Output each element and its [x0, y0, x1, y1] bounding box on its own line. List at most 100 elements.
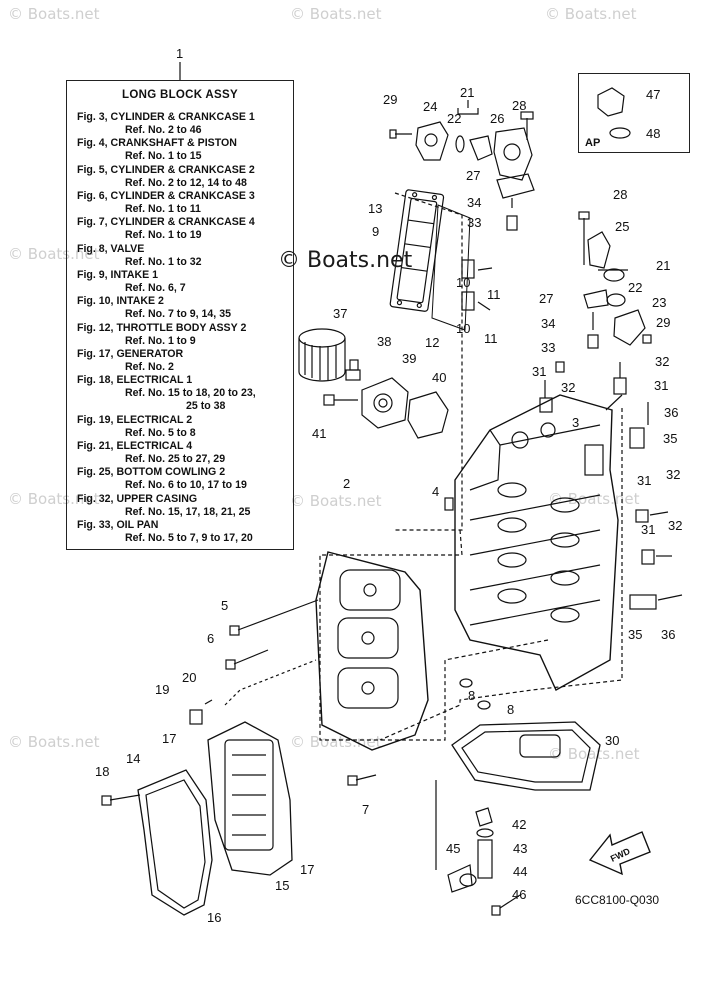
callout-18: 18 [95, 764, 109, 779]
callout-29: 29 [656, 315, 670, 330]
callout-2: 2 [343, 476, 350, 491]
callout-33: 33 [541, 340, 555, 355]
legend-ref-line: Ref. No. 2 [125, 360, 174, 373]
exhaust-cover [101, 659, 317, 916]
watermark-faint: © Boats.net [8, 245, 100, 263]
callout-32: 32 [668, 518, 682, 533]
oil-pan-gasket [451, 721, 601, 791]
callout-44: 44 [513, 864, 527, 879]
callout-48: 48 [646, 126, 660, 141]
callout-30: 30 [605, 733, 619, 748]
callout-34: 34 [541, 316, 555, 331]
callout-46: 46 [512, 887, 526, 902]
legend-ref-line: Ref. No. 2 to 46 [125, 124, 202, 137]
callout-25: 25 [615, 219, 629, 234]
legend-figure-line: Fig. 5, CYLINDER & CRANKCASE 2 [77, 163, 255, 176]
ap-inset-box [578, 73, 690, 153]
cylinder-block [454, 394, 619, 691]
bolt [477, 267, 493, 271]
callout-3: 3 [572, 415, 579, 430]
legend-ref-line: Ref. No. 25 to 27, 29 [125, 453, 226, 466]
legend-figure-line: Fig. 10, INTAKE 2 [77, 295, 164, 308]
callout-28: 28 [512, 98, 526, 113]
clip [461, 259, 475, 279]
oil-pan-gasket [519, 734, 561, 758]
legend-title: LONG BLOCK ASSY [122, 89, 238, 101]
callout-35: 35 [663, 431, 677, 446]
legend-figure-line: Fig. 4, CRANKSHAFT & PISTON [77, 137, 237, 150]
watermark-faint: © Boats.net [290, 492, 382, 510]
callout-39: 39 [402, 351, 416, 366]
legend-figure-line: Fig. 25, BOTTOM COWLING 2 [77, 466, 226, 479]
legend-ref-line: Ref. No. 1 to 19 [125, 229, 202, 242]
callout-6: 6 [207, 631, 214, 646]
callout-23: 23 [652, 295, 666, 310]
callout-38: 38 [377, 334, 391, 349]
bolt [237, 599, 319, 631]
bolt-head [229, 625, 240, 636]
callout-45: 45 [446, 841, 460, 856]
callout-22: 22 [447, 111, 461, 126]
callout-47: 47 [646, 87, 660, 102]
legend-ref-line: Ref. No. 7 to 9, 14, 35 [125, 308, 231, 321]
callout-36: 36 [661, 627, 675, 642]
callout-11: 11 [484, 331, 498, 346]
callout-8: 8 [468, 688, 475, 703]
callout-24: 24 [423, 99, 437, 114]
watermark-faint: © Boats.net [545, 5, 637, 23]
callout-29: 29 [383, 92, 397, 107]
callout-32: 32 [561, 380, 575, 395]
legend-ref-line: Ref. No. 2 to 12, 14 to 48 [125, 176, 247, 189]
callout-43: 43 [513, 841, 527, 856]
thermostat-parts-right [578, 211, 652, 349]
callout-31: 31 [641, 522, 655, 537]
dashed-outline [379, 408, 623, 741]
callout-8: 8 [507, 702, 514, 717]
crankcase [315, 551, 429, 751]
bolt [323, 394, 358, 406]
legend-ref-line: Ref. No. 15 to 18, 20 to 23, [125, 387, 256, 400]
callout-13: 13 [368, 201, 382, 216]
dashed-outline [319, 529, 549, 741]
o-ring [477, 700, 491, 710]
callout-1: 1 [176, 46, 183, 61]
watermark-faint: © Boats.net [8, 5, 100, 23]
callout-11: 11 [487, 287, 501, 302]
legend-ref-line: Ref. No. 1 to 9 [125, 334, 196, 347]
callout-17: 17 [300, 862, 314, 877]
legend-ref-line: Ref. No. 6 to 10, 17 to 19 [125, 479, 247, 492]
callout-31: 31 [637, 473, 651, 488]
callout-27: 27 [539, 291, 553, 306]
callout-7: 7 [362, 802, 369, 817]
legend-ref-line: Ref. No. 15, 17, 18, 21, 25 [125, 505, 251, 518]
callout-32: 32 [655, 354, 669, 369]
callout-26: 26 [490, 111, 504, 126]
bolt [233, 649, 269, 665]
pin [444, 497, 454, 511]
legend-figure-line: Fig. 32, UPPER CASING [77, 492, 198, 505]
legend-figure-line: Fig. 33, OIL PAN [77, 518, 159, 531]
callout-22: 22 [628, 280, 642, 295]
callout-31: 31 [532, 364, 546, 379]
dashed-outline [394, 192, 463, 531]
watermark-faint: © Boats.net [290, 733, 382, 751]
legend-ref-line: Ref. No. 5 to 8 [125, 426, 196, 439]
callout-27: 27 [466, 168, 480, 183]
legend-figure-line: Fig. 17, GENERATOR [77, 347, 184, 360]
leader-line [457, 108, 479, 115]
callout-20: 20 [182, 670, 196, 685]
o-ring [459, 678, 473, 688]
callout-4: 4 [432, 484, 439, 499]
legend-figure-line: Fig. 12, THROTTLE BODY ASSY 2 [77, 321, 247, 334]
callout-41: 41 [312, 426, 326, 441]
bolt-head [225, 659, 236, 670]
callout-5: 5 [221, 598, 228, 613]
thermostat-parts [389, 111, 535, 231]
legend-ref-line: 25 to 38 [186, 400, 226, 413]
bolt-head [347, 775, 358, 786]
callout-17: 17 [162, 731, 176, 746]
callout-28: 28 [613, 187, 627, 202]
bolt [355, 774, 377, 781]
